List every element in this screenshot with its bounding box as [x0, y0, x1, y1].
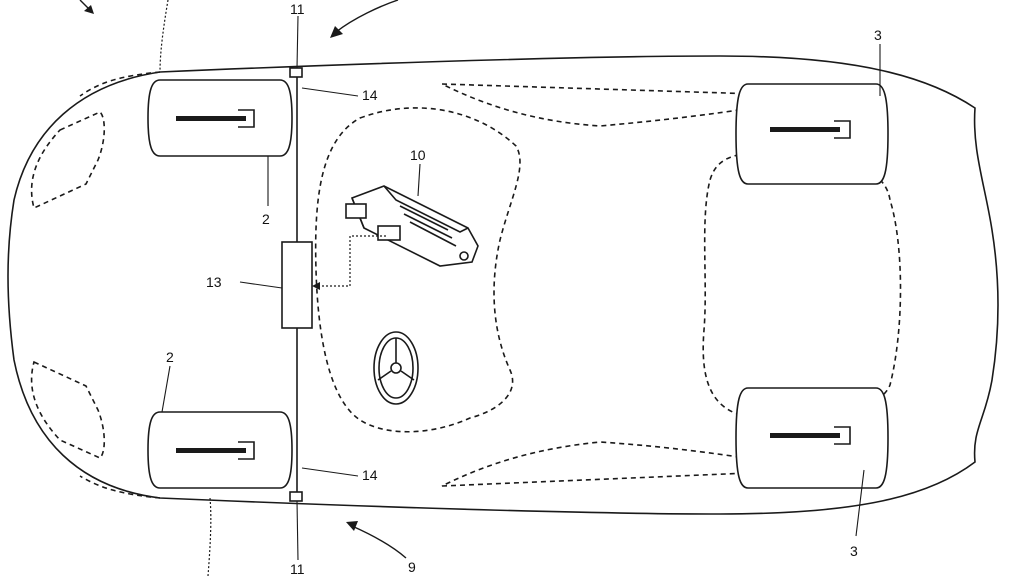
control-unit-10 [345, 185, 479, 267]
rear-right-wheel [735, 387, 889, 489]
ref-label-9: 9 [408, 559, 416, 575]
arrow-top-line [335, 0, 399, 33]
front-body-dashed-edge-top [79, 71, 161, 97]
arrow-9-line [351, 525, 407, 559]
ref-label-11-bottom: 11 [290, 561, 305, 576]
ref-label-2-bottom: 2 [166, 349, 174, 365]
leader-3-bottom [855, 469, 865, 537]
leader-10 [417, 163, 421, 197]
front-left-wheel [147, 79, 293, 157]
arrow-top-head [330, 26, 343, 38]
leader-11-top [296, 15, 299, 69]
ref-label-3-bottom: 3 [850, 543, 858, 559]
cabin-outline [314, 107, 521, 433]
headlight-upper [30, 111, 106, 210]
rear-compartment-outline [702, 151, 902, 419]
dotted-leader-bottom-left [207, 497, 212, 577]
arrow-top-left-head [84, 5, 94, 14]
front-right-wheel [147, 411, 293, 489]
ref-label-10: 10 [410, 147, 426, 163]
sensor-top [289, 67, 303, 78]
leader-11-bottom [296, 500, 299, 561]
sensor-bottom [289, 491, 303, 502]
dotted-leader-top-left [159, 0, 169, 73]
ref-label-11-top: 11 [290, 1, 305, 17]
signal-line-10-to-13 [316, 235, 386, 287]
leader-14-bottom [301, 467, 359, 477]
ref-label-3-top: 3 [874, 27, 882, 43]
headlight-lower [30, 360, 106, 459]
leader-13 [239, 281, 283, 289]
signal-arrowhead [312, 282, 320, 290]
steering-wheel [373, 331, 419, 405]
leader-2-bottom [161, 365, 171, 413]
ref-label-2-top: 2 [262, 211, 270, 227]
arrow-9-head [346, 521, 358, 531]
ref-label-13: 13 [206, 274, 222, 290]
ref-label-14-bottom: 14 [362, 467, 378, 483]
vehicle-body-outline [7, 55, 999, 515]
leader-14-top [301, 87, 359, 97]
front-body-dashed-edge-bottom [79, 475, 161, 499]
ref-label-14-top: 14 [362, 87, 378, 103]
actuator-module-13 [281, 241, 313, 329]
rear-left-wheel [735, 83, 889, 185]
